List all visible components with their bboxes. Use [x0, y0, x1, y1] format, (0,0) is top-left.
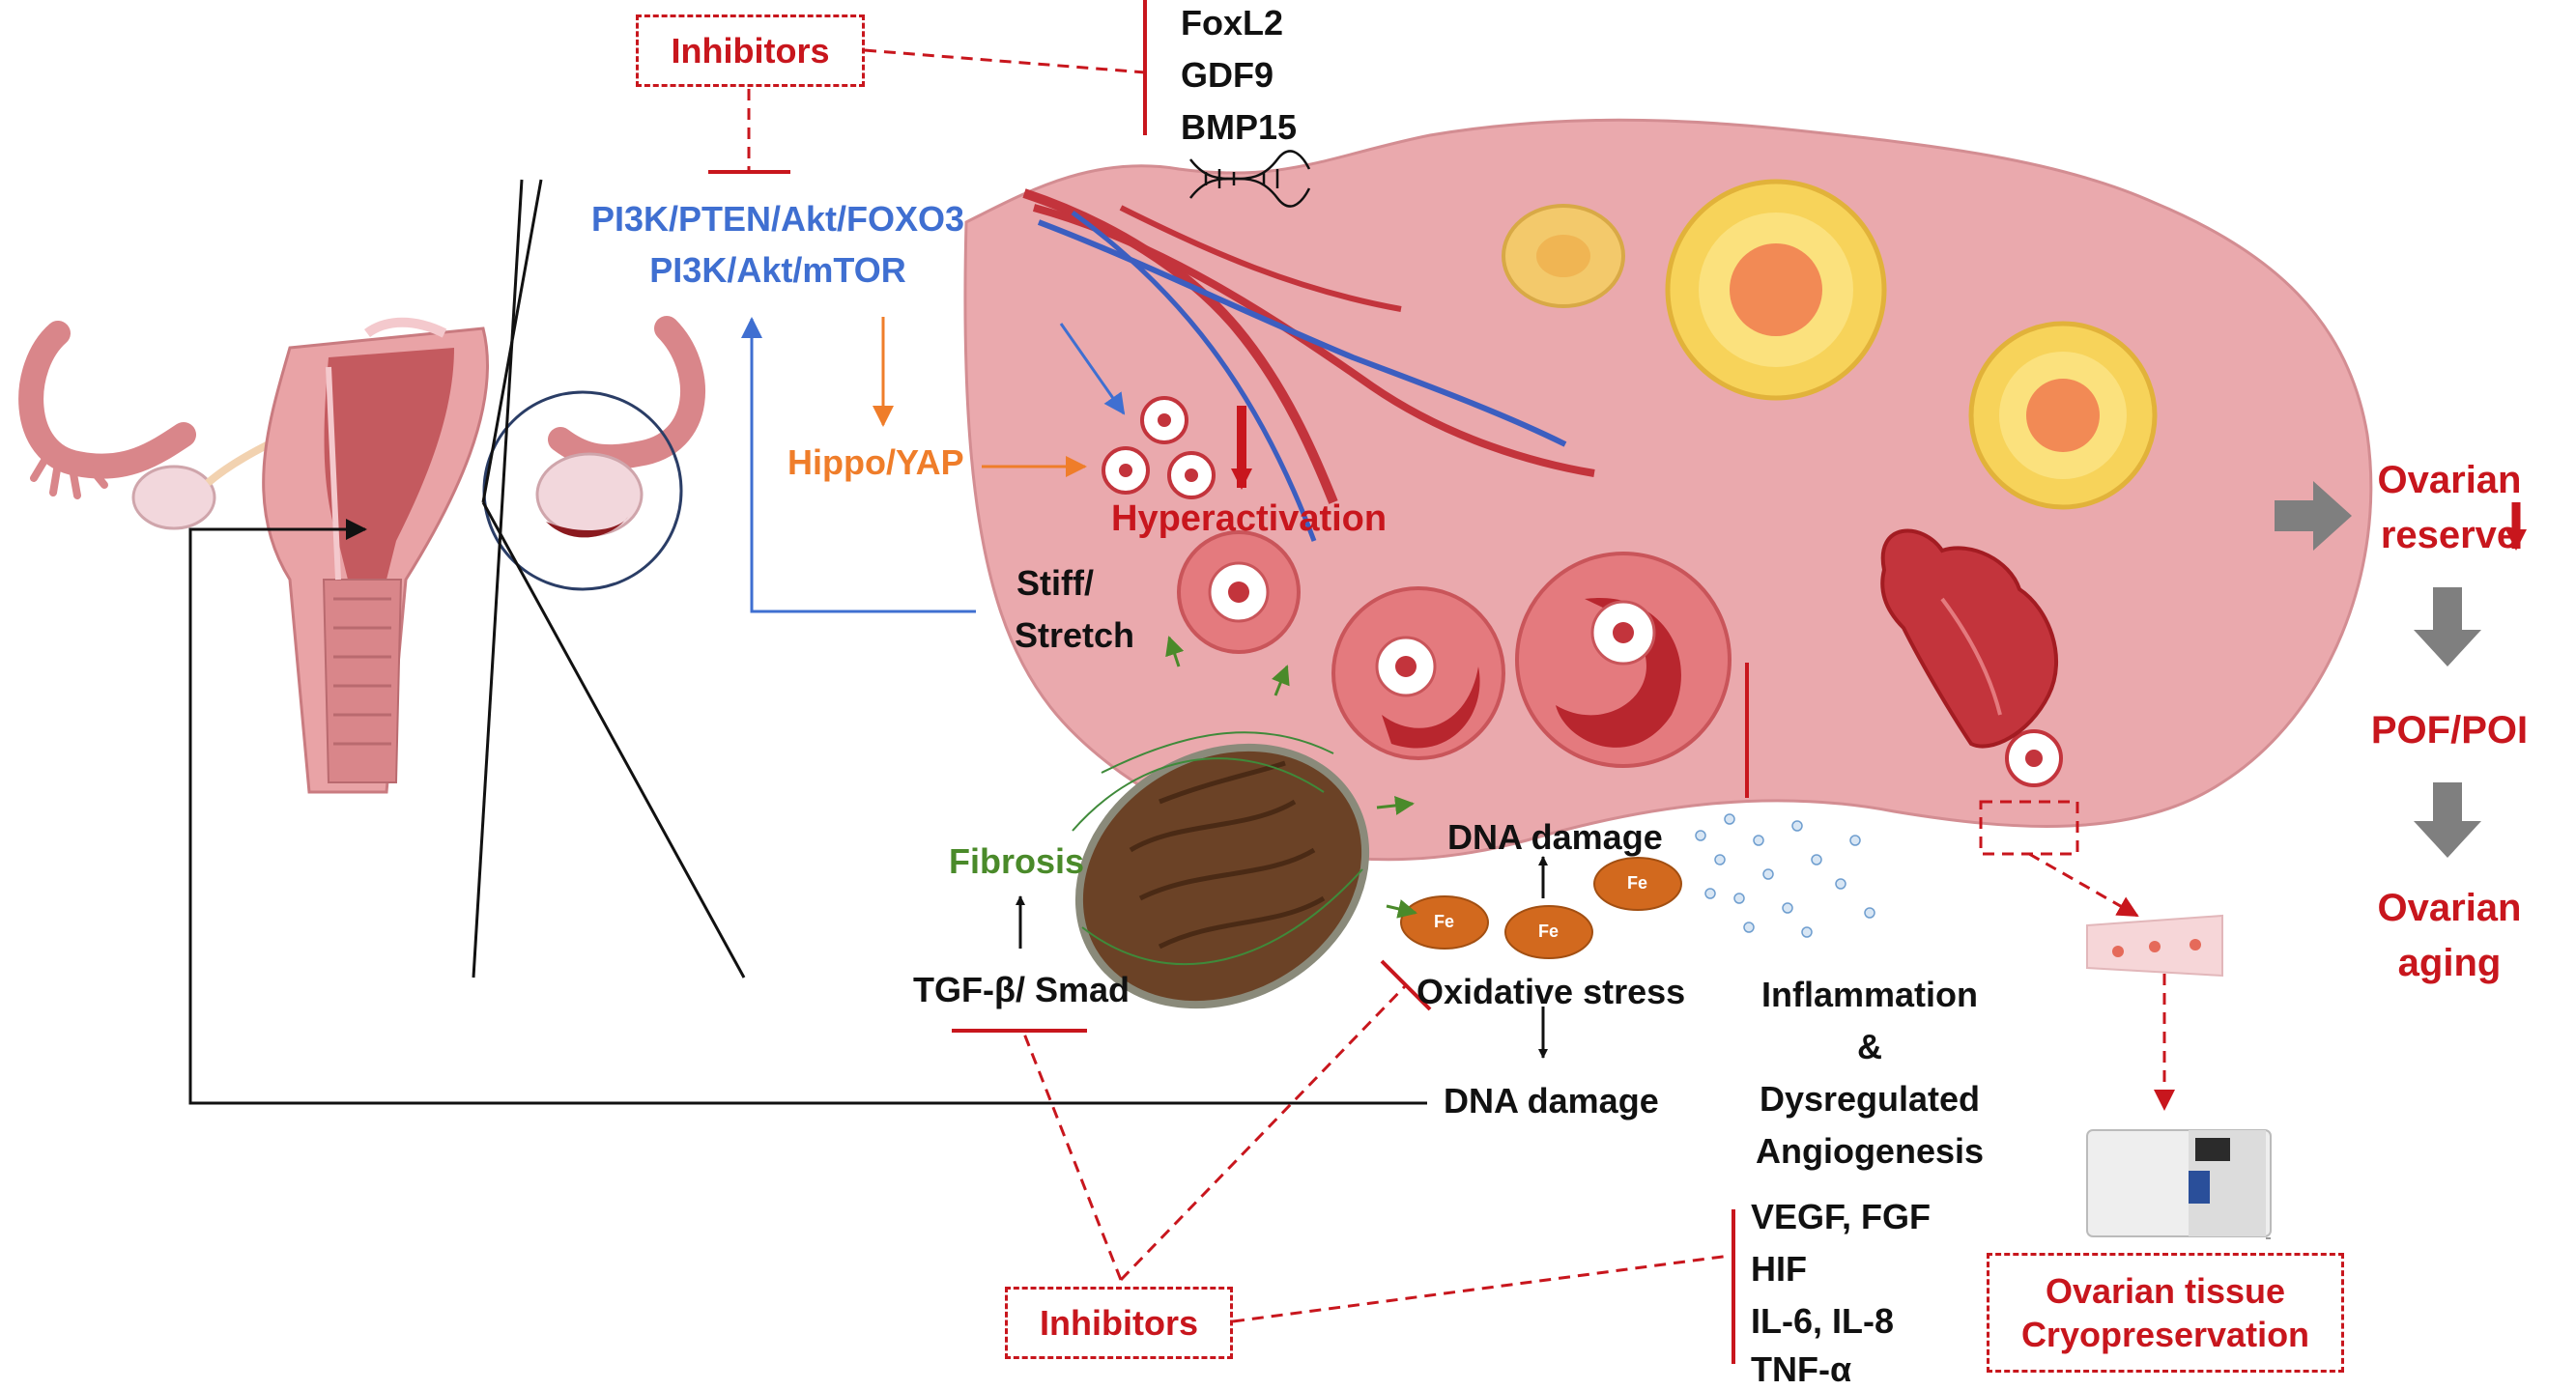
hippo-yap-label: Hippo/YAP [787, 442, 964, 482]
factor-tnf-alpha: TNF-α [1751, 1349, 1852, 1389]
uterus-illustration [18, 316, 705, 794]
pof-poi-label: POF/POI [2370, 709, 2529, 752]
inhibitors-top-label: Inhibitors [671, 31, 830, 71]
fe-label-3: Fe [1627, 873, 1648, 893]
cryo-line-2: Cryopreservation [2020, 1315, 2310, 1354]
fibrosis-label: Fibrosis [949, 841, 1085, 881]
gene-gdf9: GDF9 [1181, 55, 1274, 95]
pathway-pi3k-pten: PI3K/PTEN/Akt/FOXO3 [590, 199, 965, 239]
factor-hif: HIF [1751, 1249, 1807, 1289]
factor-il6-il8: IL-6, IL-8 [1751, 1301, 1895, 1341]
gene-bmp15: BMP15 [1181, 107, 1298, 147]
inflammation-line-1: Inflammation [1760, 975, 1978, 1014]
inhibitors-bottom-box: Inhibitors [1005, 1287, 1233, 1359]
oxidative-stress-label: Oxidative stress [1417, 972, 1686, 1011]
inflammation-line-3: Dysregulated [1759, 1079, 1981, 1119]
ovarian-reserve-line-1: Ovarian [2377, 459, 2522, 501]
pathway-pi3k-mtor: PI3K/Akt/mTOR [649, 250, 906, 290]
dna-damage-lower-label: DNA damage [1444, 1081, 1659, 1121]
ovarian-reserve-line-2: reserve [2380, 514, 2519, 556]
inhibitors-bottom-label: Inhibitors [1040, 1303, 1198, 1343]
factor-vegf-fgf: VEGF, FGF [1751, 1197, 1932, 1236]
inflammation-line-2: & [1857, 1027, 1882, 1066]
cryo-line-1: Ovarian tissue [2045, 1271, 2286, 1311]
stiff-label: Stiff/ [1016, 563, 1094, 603]
ovary-illustration [963, 118, 2373, 1239]
hyperactivation-label: Hyperactivation [1111, 498, 1388, 539]
cryopreservation-box: Ovarian tissue Cryopreservation [1987, 1253, 2344, 1373]
inhibitors-top-box: Inhibitors [636, 14, 865, 87]
ovarian-aging-line-2: aging [2397, 942, 2502, 984]
stretch-label: Stretch [1015, 615, 1135, 655]
ovarian-aging-line-1: Ovarian [2377, 887, 2522, 929]
fe-label-2: Fe [1538, 922, 1560, 941]
inflammation-line-4: Angiogenesis [1755, 1131, 1985, 1171]
fe-label-1: Fe [1434, 912, 1455, 931]
gene-foxl2: FoxL2 [1181, 3, 1284, 43]
dna-damage-upper-label: DNA damage [1447, 817, 1663, 857]
tgf-smad-label: TGF-β/ Smad [913, 970, 1130, 1009]
